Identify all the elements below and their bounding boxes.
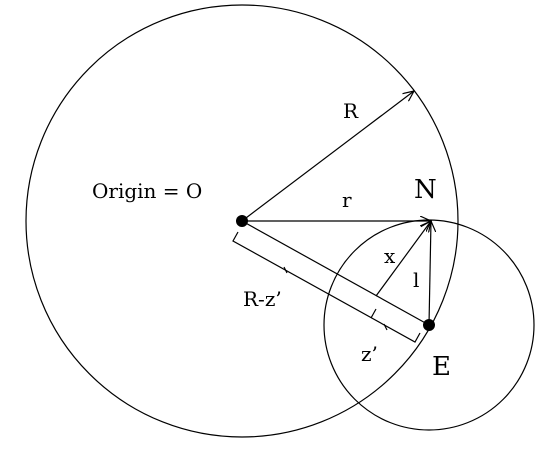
dimension-bracket <box>232 231 421 343</box>
x-label: x <box>384 244 396 268</box>
point-O-dot <box>236 215 248 227</box>
radius-R-label: R <box>343 99 359 123</box>
r-label: r <box>342 188 352 212</box>
origin-label: Origin = O <box>92 179 202 203</box>
tick-z <box>383 323 388 331</box>
r-minus-z-label: R-z’ <box>243 287 282 311</box>
x-arrow <box>375 221 431 297</box>
z-label: z’ <box>361 342 378 366</box>
dimension-split-tick <box>370 308 377 319</box>
l-arrow <box>429 221 431 326</box>
tick-r-minus-z <box>283 266 288 274</box>
point-N-label: N <box>414 175 437 205</box>
point-E-dot <box>423 319 435 331</box>
l-label: l <box>413 268 419 292</box>
radius-R-arrow <box>241 91 414 222</box>
point-E-label: E <box>432 352 451 382</box>
large-circle <box>25 4 459 438</box>
segment-O-to-E <box>241 220 430 326</box>
